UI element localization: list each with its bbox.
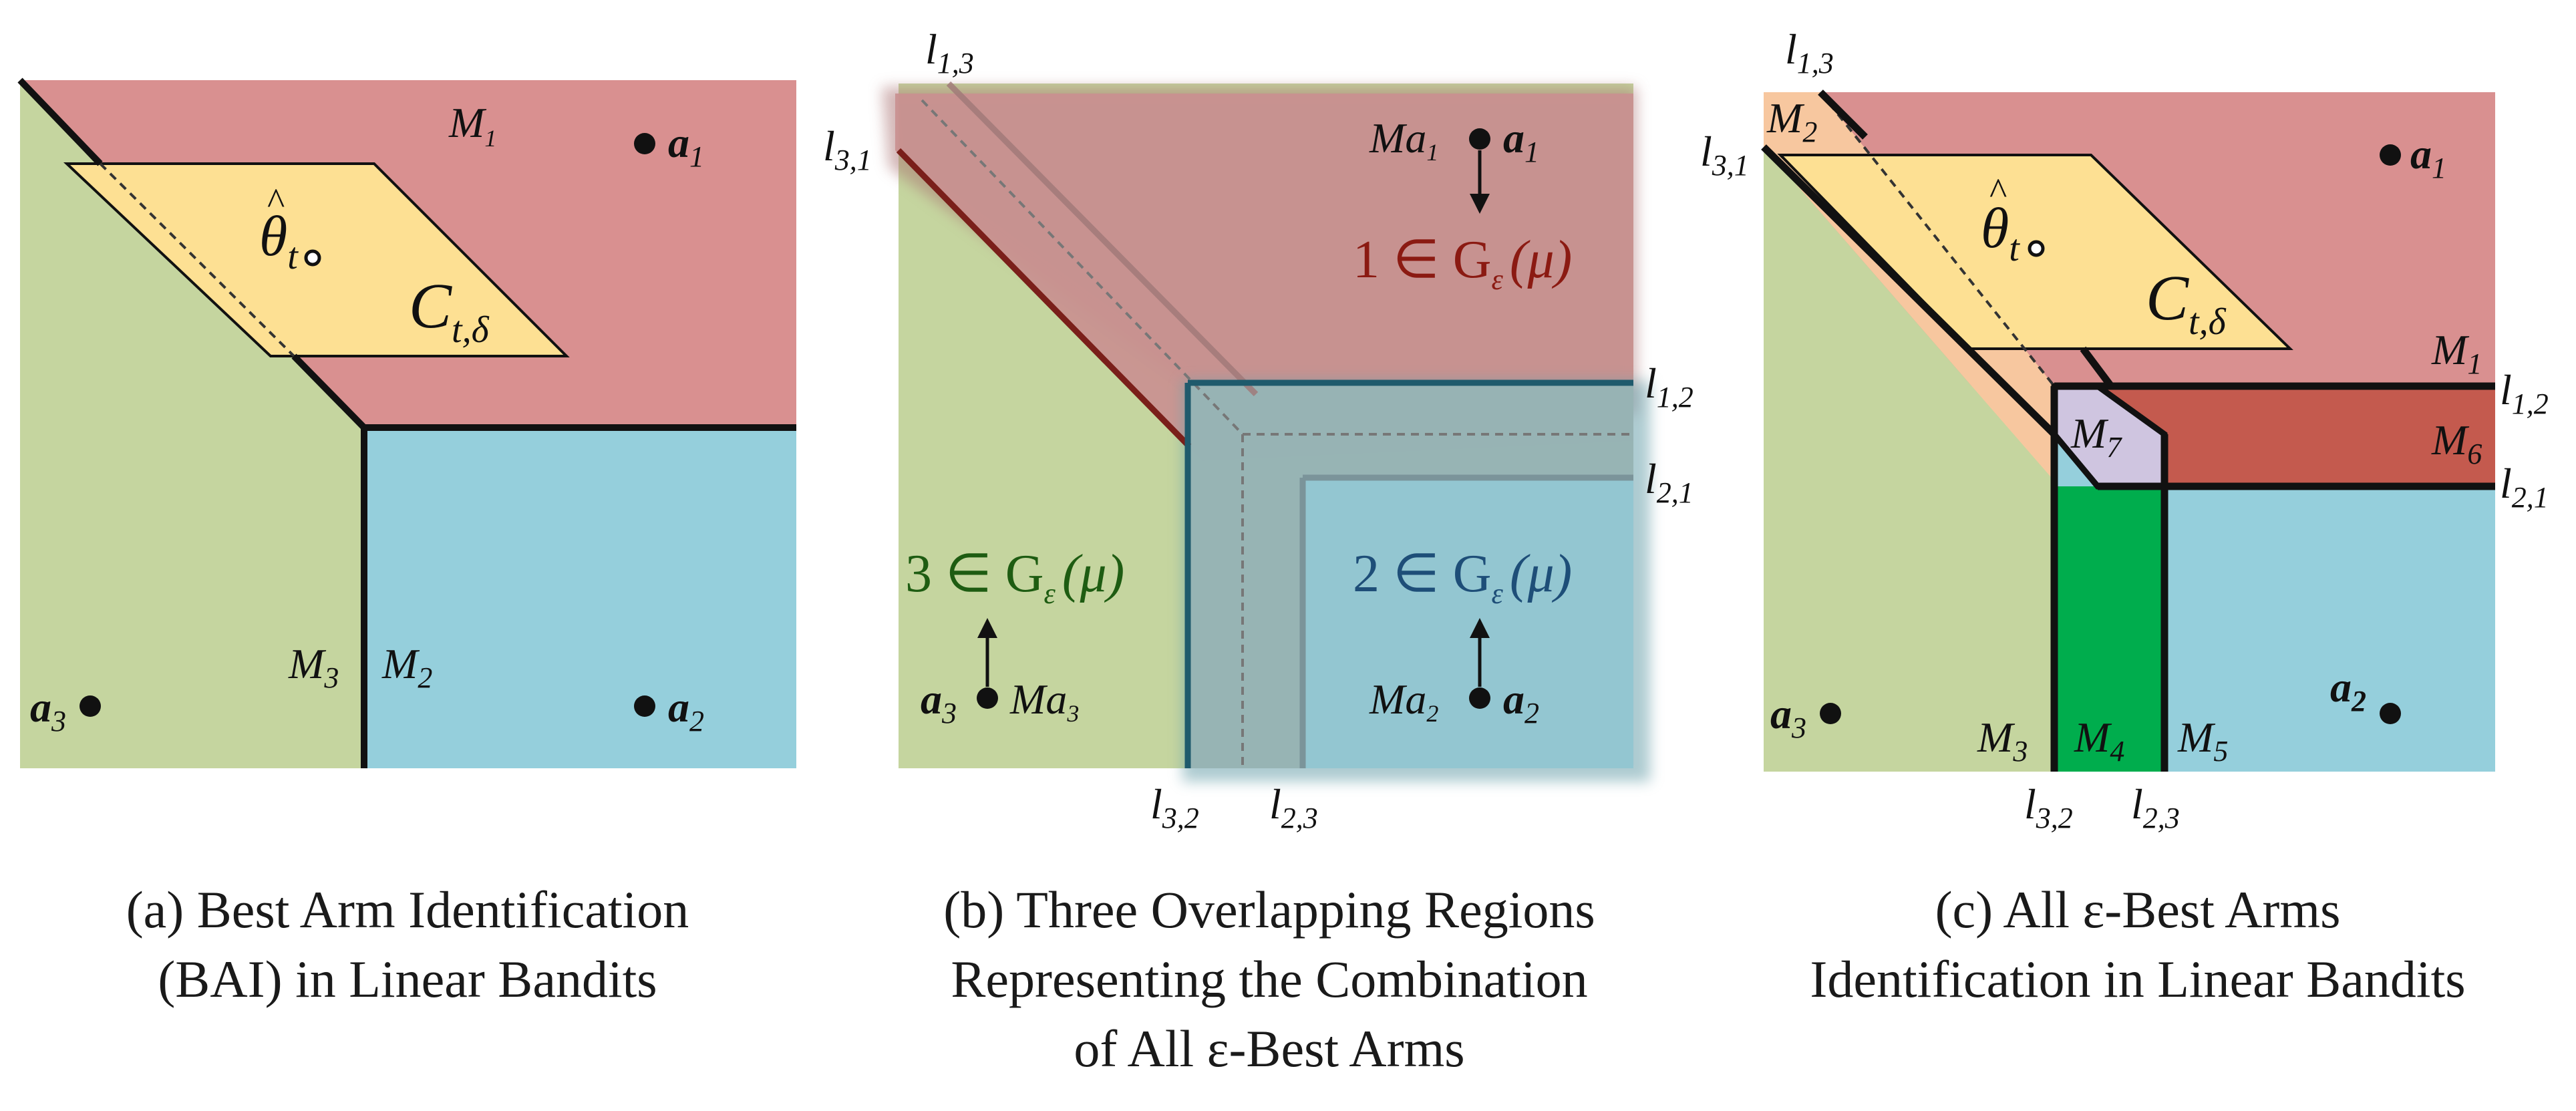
- region-blue-lower-c: [2164, 486, 2495, 772]
- caption-a: (a) Best Arm Identification (BAI) in Lin…: [13, 875, 802, 1014]
- arm2-point-c: [2380, 703, 2401, 724]
- arm1-point: [634, 133, 655, 154]
- decision-boundary-13: [17, 77, 103, 166]
- label-set2: 2 ∈ Gε(μ): [1353, 544, 1572, 610]
- label-set1: 1 ∈ Gε(μ): [1353, 230, 1572, 296]
- line-l31: [896, 148, 1192, 449]
- decision-boundary-13-lower: [291, 353, 367, 430]
- label-arm2-b: a2: [1503, 675, 1539, 730]
- line-dashed-diag: [921, 99, 1244, 436]
- label-Ma1: Ma1: [1369, 114, 1438, 166]
- caption-a-line2: (BAI) in Linear Bandits: [158, 950, 657, 1008]
- label-l12-b: l1,2: [1645, 359, 1694, 414]
- caption-b-line2: Representing the Combination: [951, 950, 1588, 1008]
- label-confidence-set: Ct,δ: [409, 270, 490, 351]
- label-l21-b: l2,1: [1645, 455, 1694, 509]
- label-l31-c: l3,1: [1700, 128, 1749, 182]
- line-l31-c: [1761, 144, 2057, 437]
- caption-a-line1: (a) Best Arm Identification: [126, 881, 689, 939]
- caption-c-line1: (c) All ε-Best Arms: [1935, 881, 2341, 939]
- label-arm3-b: a3: [921, 675, 957, 730]
- region-blue-b-light: [1303, 478, 1633, 768]
- caption-b-line3: of All ε-Best Arms: [1074, 1019, 1465, 1078]
- arm3-point: [79, 695, 101, 717]
- label-l21-c: l2,1: [2500, 460, 2549, 514]
- label-M2: M2: [381, 640, 432, 694]
- label-Ma3: Ma3: [1009, 675, 1079, 727]
- line-l13: [946, 81, 1259, 397]
- dashed-diag-c: [1819, 91, 2056, 387]
- arm1-point-c: [2380, 144, 2401, 166]
- arm2-point-b: [1469, 687, 1490, 709]
- label-arm1: a1: [668, 119, 704, 173]
- arm1-point-b: [1469, 128, 1490, 150]
- label-l23-b: l2,3: [1269, 780, 1318, 834]
- label-Ma2: Ma2: [1369, 675, 1438, 727]
- region-M4: [2054, 486, 2164, 772]
- region-overlap-b: [1188, 383, 1633, 768]
- line-l13-c-lower: [2080, 346, 2114, 389]
- label-arm3-c: a3: [1770, 690, 1806, 744]
- panel-c: l1,3 l3,1 l1,2 l2,1 l3,2 l2,3 M2 M1 M6 M…: [1700, 25, 2549, 834]
- theta-hat-caret-c: ^: [1989, 171, 2007, 212]
- caption-b: (b) Three Overlapping Regions Representi…: [862, 875, 1677, 1084]
- label-set3: 3 ∈ Gε(μ): [905, 544, 1124, 610]
- decision-boundary-13-dashed: [99, 162, 295, 357]
- label-M3: M3: [288, 640, 339, 694]
- label-l32-c: l3,2: [2024, 780, 2073, 834]
- label-M4-c: M4: [2074, 713, 2124, 768]
- label-l13-b: l1,3: [925, 25, 974, 80]
- label-M2-c: M2: [1766, 94, 1817, 148]
- label-M3-c: M3: [1977, 713, 2028, 768]
- label-l31-b: l3,1: [823, 122, 872, 176]
- label-M1: M1: [448, 99, 496, 152]
- label-M1-c: M1: [2431, 326, 2482, 380]
- caption-c: (c) All ε-Best Arms Identification in Li…: [1737, 875, 2539, 1014]
- caption-c-line2: Identification in Linear Bandits: [1810, 950, 2466, 1008]
- theta-hat-caret: ^: [267, 181, 285, 222]
- arm3-point-b: [977, 687, 998, 709]
- panel-a: M1 M3 M2 a1 a2 a3 θt ^ Ct,δ: [17, 77, 796, 768]
- label-theta-hat: θt: [259, 204, 299, 277]
- label-l23-c: l2,3: [2131, 780, 2180, 834]
- label-theta-hat-c: θt: [1981, 196, 2020, 269]
- arm2-point: [634, 695, 655, 717]
- label-M5-c: M5: [2177, 713, 2228, 768]
- label-M6-c: M6: [2431, 416, 2482, 470]
- label-l32-b: l3,2: [1150, 780, 1199, 834]
- label-l12-c: l1,2: [2500, 366, 2549, 420]
- label-l13-c: l1,3: [1785, 25, 1834, 80]
- theta-hat-point: [304, 249, 321, 267]
- label-confidence-set-c: Ct,δ: [2146, 262, 2227, 343]
- label-arm3: a3: [30, 683, 66, 738]
- line-l13-c: [1818, 90, 1868, 140]
- region-red-b: [895, 94, 1633, 461]
- label-arm2: a2: [668, 683, 704, 738]
- label-arm1-b: a1: [1503, 114, 1539, 168]
- label-arm2-c: a2: [2330, 663, 2366, 718]
- region-green-left-c: [1764, 147, 2054, 772]
- label-M7-c: M7: [2070, 410, 2122, 464]
- theta-hat-point-c: [2028, 240, 2045, 257]
- panel-b: l1,3 l3,1 l1,2 l2,1 l3,2 l2,3 Ma1 a1 Ma2…: [823, 25, 1694, 834]
- region-blue-M2: [364, 428, 796, 768]
- caption-b-line1: (b) Three Overlapping Regions: [943, 881, 1595, 939]
- arm3-point-c: [1820, 703, 1841, 724]
- label-arm1-c: a1: [2410, 130, 2446, 184]
